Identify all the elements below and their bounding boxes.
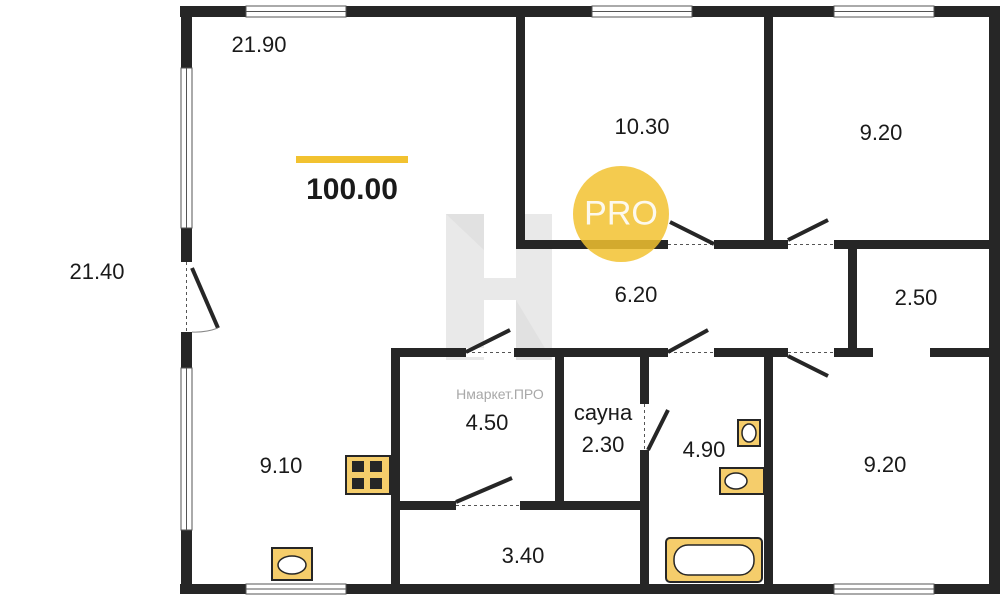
stove-fixture <box>345 455 391 495</box>
bathtub-fixture <box>665 537 763 583</box>
watermark-logo <box>446 214 552 360</box>
room-area-living: 21.90 <box>231 32 287 57</box>
watermark-brand-text: Нмаркет.ПРО <box>456 386 544 402</box>
room-area-corridor: 6.20 <box>614 282 658 307</box>
pro-badge-text: PRO <box>584 194 658 233</box>
room-area-4-50: 4.50 <box>465 410 509 435</box>
sauna-name: сауна <box>573 400 633 425</box>
room-area-kitchen: 9.10 <box>259 453 303 478</box>
total-area-bar <box>296 156 408 163</box>
doors <box>181 218 834 510</box>
room-area-sauna: 2.30 <box>581 432 625 457</box>
pro-badge <box>573 166 669 262</box>
room-area-bathroom: 4.90 <box>682 437 726 462</box>
room-area-bedroom-lower-right: 9.20 <box>863 452 907 477</box>
room-area-bedroom-center: 10.30 <box>614 114 670 139</box>
windows <box>180 5 935 595</box>
room-area-hallway-lower: 3.40 <box>501 543 545 568</box>
washbasin-fixture <box>737 419 761 447</box>
kitchen-sink-fixture <box>271 547 313 581</box>
total-area: 100.00 <box>306 173 398 206</box>
room-area-left: 21.40 <box>69 259 125 284</box>
room-area-storage: 2.50 <box>894 285 938 310</box>
toilet-fixture <box>719 467 765 495</box>
room-area-bedroom-right: 9.20 <box>859 120 903 145</box>
